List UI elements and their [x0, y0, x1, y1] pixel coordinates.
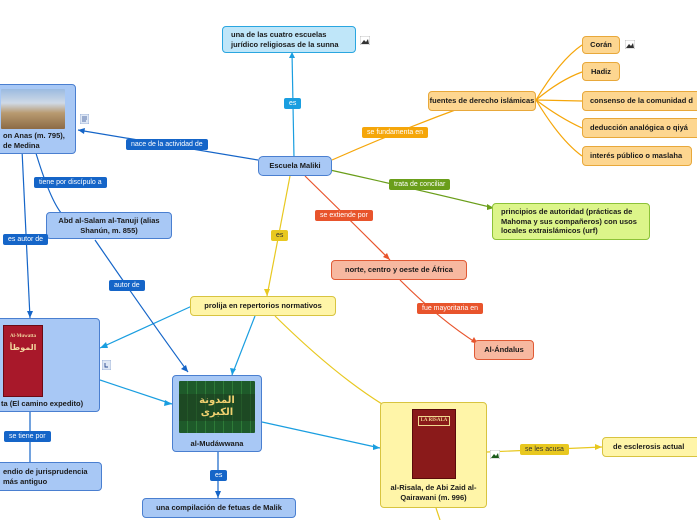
node-consenso[interactable]: consenso de la comunidad d: [582, 91, 697, 111]
node-mudawwana-label: al-Mudáwwana: [190, 438, 244, 448]
node-escuela-maliki-label: Escuela Maliki: [269, 161, 321, 171]
label-conciliar[interactable]: trata de conciliar: [389, 179, 451, 190]
medina-photo: [1, 89, 65, 129]
node-risala-label: al-Risala, de Abi Zaid al-Qairawani (m. …: [390, 483, 477, 502]
node-fuentes[interactable]: fuentes de derecho islámicas: [428, 91, 536, 111]
link-abd-mudawwana: [94, 239, 189, 373]
node-esclerosis[interactable]: de esclerosis actual: [602, 437, 697, 457]
node-deduccion-label: deducción analógica o qiyá: [590, 123, 688, 133]
label-es-top[interactable]: es: [284, 98, 302, 109]
node-abd-al-salam-label: Abd al-Salam al-Tanuji (alias Shanún, m.…: [58, 216, 160, 235]
risala-book-image: LA RISALA: [412, 409, 456, 479]
node-prolija[interactable]: prolija en repertorios normativos: [190, 296, 336, 316]
node-hadiz-label: Hadiz: [590, 66, 611, 76]
muwatta-book-title: Al-Muwatta: [9, 334, 37, 339]
node-malik-label: on Anas (m. 795), de Medina: [3, 131, 65, 150]
image-icon-3[interactable]: [490, 450, 500, 459]
node-norte-africa[interactable]: norte, centro y oeste de África: [331, 260, 467, 280]
node-compendio[interactable]: endio de jurisprudencia más antiguo: [0, 462, 102, 491]
link-fuentes-interes: [535, 99, 583, 157]
label-nace[interactable]: nace de la actividad de: [126, 139, 208, 150]
link-prolija-muwatta: [99, 305, 193, 349]
link-muwatta-mudawwana: [99, 379, 173, 405]
label-mayoritaria[interactable]: fue mayoritaria en: [417, 303, 484, 314]
label-autor[interactable]: autor de: [109, 280, 145, 291]
node-abd-al-salam[interactable]: Abd al-Salam al-Tanuji (alias Shanún, m.…: [46, 212, 172, 239]
link-fuentes-coran: [535, 44, 583, 101]
mudawwana-books-image: المدونة الكبرى: [179, 381, 255, 433]
node-esclerosis-label: de esclerosis actual: [613, 442, 685, 452]
node-malik[interactable]: on Anas (m. 795), de Medina: [0, 84, 76, 154]
node-mudawwana[interactable]: المدونة الكبرى al-Mudáwwana: [172, 375, 262, 452]
link-risala-down: [435, 507, 441, 520]
link-fuentes-consenso: [535, 99, 583, 102]
label-discipulo[interactable]: tiene por discípulo a: [34, 177, 107, 188]
note-icon[interactable]: [80, 114, 89, 124]
node-risala[interactable]: LA RISALA al-Risala, de Abi Zaid al-Qair…: [380, 402, 487, 508]
node-muwatta-label: ta (El camino expedito): [1, 398, 84, 408]
image-icon-2[interactable]: [625, 40, 635, 49]
node-cuatro-escuelas[interactable]: una de las cuatro escuelas jurídico reli…: [222, 26, 356, 53]
node-fuentes-label: fuentes de derecho islámicas: [429, 96, 535, 106]
node-interes[interactable]: interés público o maslaha: [582, 146, 692, 166]
node-principios[interactable]: principios de autoridad (prácticas de Ma…: [492, 203, 650, 240]
node-al-andalus[interactable]: Al-Ándalus: [474, 340, 534, 360]
node-prolija-label: prolija en repertorios normativos: [204, 301, 322, 311]
node-escuela-maliki[interactable]: Escuela Maliki: [258, 156, 332, 176]
muwatta-book-image: Al-Muwatta الموطأ: [3, 325, 43, 397]
node-coran[interactable]: Corán: [582, 36, 620, 54]
node-compendio-label: endio de jurisprudencia más antiguo: [3, 467, 88, 486]
node-principios-label: principios de autoridad (prácticas de Ma…: [501, 207, 637, 236]
link-malik-abd: [34, 149, 63, 215]
node-compilacion[interactable]: una compilación de fetuas de Malik: [142, 498, 296, 518]
node-interes-label: interés público o maslaha: [590, 151, 683, 161]
link-prolija-mudawwana: [231, 315, 256, 376]
link-mudawwana-risala: [261, 421, 381, 449]
link-fuentes-deduccion: [535, 99, 583, 129]
risala-book-title: LA RISALA: [417, 416, 451, 427]
label-fundamenta[interactable]: se fundamenta en: [362, 127, 429, 138]
node-al-andalus-label: Al-Ándalus: [484, 345, 524, 355]
link-fuentes-hadiz: [535, 71, 583, 101]
node-cuatro-escuelas-label: una de las cuatro escuelas jurídico reli…: [231, 30, 339, 49]
node-deduccion[interactable]: deducción analógica o qiyá: [582, 118, 697, 138]
label-es-bottom[interactable]: es: [210, 470, 228, 481]
label-acusa[interactable]: se les acusa: [520, 444, 569, 455]
link-prolija-risala: [274, 315, 393, 411]
label-extiende[interactable]: se extiende por: [315, 210, 373, 221]
label-tiene-por[interactable]: se tiene por: [4, 431, 51, 442]
node-hadiz[interactable]: Hadiz: [582, 62, 620, 81]
node-consenso-label: consenso de la comunidad d: [590, 96, 693, 106]
link-norte-andalus: [399, 279, 479, 345]
link-icon[interactable]: [102, 360, 111, 370]
node-norte-africa-label: norte, centro y oeste de África: [345, 265, 453, 275]
label-es-autor[interactable]: es autor de: [3, 234, 49, 245]
muwatta-book-arabic: الموطأ: [9, 343, 37, 353]
mudawwana-books-title: المدونة الكبرى: [179, 393, 255, 421]
image-icon[interactable]: [360, 36, 370, 45]
node-compilacion-label: una compilación de fetuas de Malik: [156, 503, 282, 513]
label-es-mid[interactable]: es: [271, 230, 289, 241]
node-muwatta[interactable]: Al-Muwatta الموطأ ta (El camino expedito…: [0, 318, 100, 412]
node-coran-label: Corán: [590, 40, 612, 50]
